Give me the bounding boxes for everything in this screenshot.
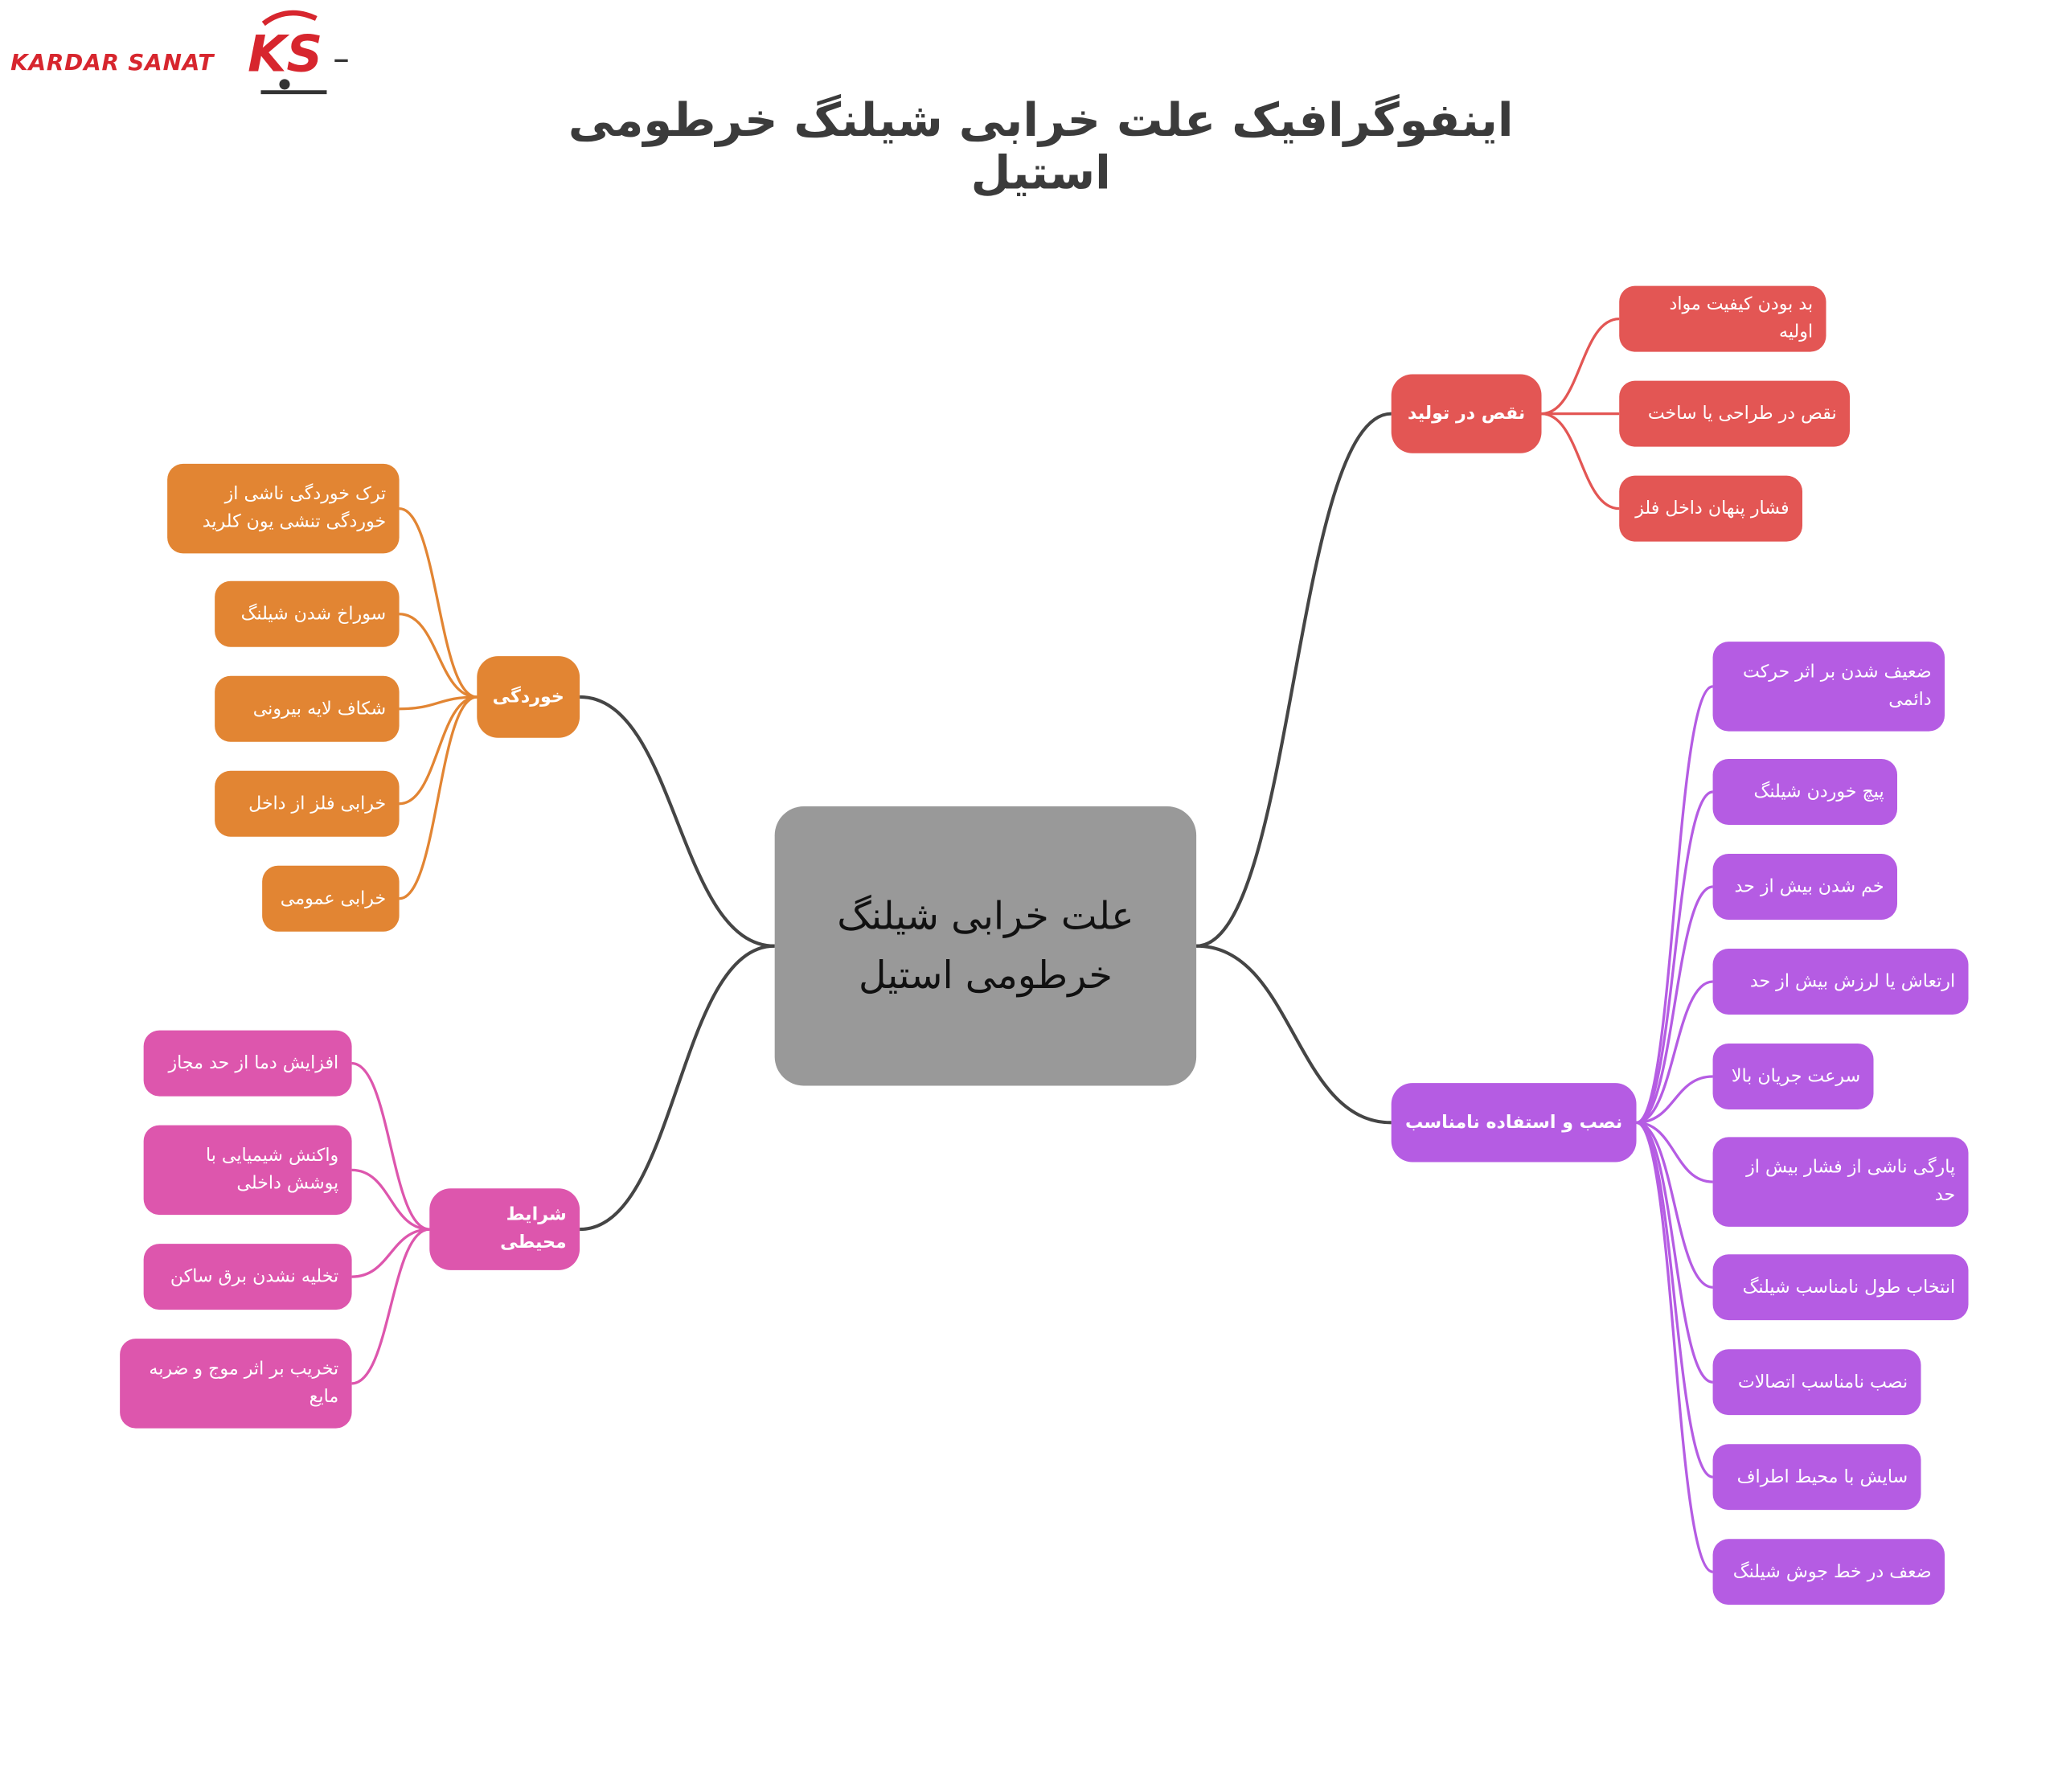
- central-topic: علت خرابی شیلنگ خرطومی استیل: [774, 806, 1197, 1086]
- branch-installation: نصب و استفاده نامناسب: [1391, 1083, 1637, 1163]
- corrosion-item: شکاف لایه بیرونی: [215, 675, 400, 742]
- corrosion-item: خرابی فلز از داخل: [215, 770, 400, 837]
- installation-item: ضعف در خط جوش شیلنگ: [1712, 1539, 1945, 1605]
- branch-link: [1636, 980, 1713, 1124]
- installation-item: خم شدن بیش از حد: [1712, 854, 1898, 920]
- corrosion-item: ترک خوردگی ناشی از خوردگی تنشی یون کلرید: [167, 463, 400, 554]
- manufacturing-item: فشار پنهان داخل فلز: [1619, 475, 1803, 542]
- branch-link: [1636, 1121, 1713, 1289]
- page-title: اینفوگرافیک علت خرابی شیلنگ خرطومی استیل: [568, 95, 1514, 201]
- center-link: [580, 944, 775, 1232]
- center-link: [1196, 412, 1392, 948]
- branch-link: [1541, 412, 1620, 511]
- branch-link: [351, 1228, 430, 1385]
- branch-link: [1635, 1121, 1714, 1573]
- logo-monogram-icon: KS: [248, 10, 348, 95]
- environment-item: تخریب بر اثر موج و ضربه مایع: [120, 1339, 352, 1429]
- corrosion-item: سوراخ شدن شیلنگ: [215, 580, 400, 647]
- branch-link: [399, 506, 478, 699]
- branch-corrosion: خوردگی: [477, 656, 580, 738]
- installation-item: پیچ خوردن شیلنگ: [1712, 759, 1898, 825]
- branch-manufacturing: نقص در تولید: [1391, 374, 1542, 453]
- branch-link: [399, 695, 478, 711]
- environment-item: تخلیه نشدن برق ساکن: [143, 1244, 352, 1310]
- installation-item: نصب نامناسب اتصالات: [1712, 1349, 1921, 1416]
- corrosion-item: خرابی عمومی: [262, 865, 400, 932]
- branch-link: [1636, 885, 1713, 1124]
- environment-item: افزایش دما از حد مجاز: [143, 1030, 352, 1097]
- branch-link: [351, 1228, 430, 1278]
- branch-link: [351, 1168, 430, 1231]
- center-link: [1196, 944, 1392, 1125]
- branch-link: [351, 1061, 430, 1231]
- branch-link: [1636, 1121, 1713, 1384]
- branch-environment: شرایط محیطی: [429, 1188, 580, 1270]
- branch-link: [399, 695, 478, 900]
- branch-link: [1636, 1121, 1713, 1183]
- branch-link: [1635, 685, 1714, 1124]
- company-logo: KARDAR SANAT KS: [8, 8, 353, 103]
- logo-text: KARDAR SANAT: [10, 50, 215, 77]
- branch-link: [1636, 790, 1714, 1124]
- branch-link: [1636, 1121, 1714, 1478]
- installation-item: سرعت جریان بالا: [1712, 1044, 1874, 1109]
- installation-item: ارتعاش یا لرزش بیش از حد: [1712, 949, 1969, 1015]
- manufacturing-item: بد بودن کیفیت مواد اولیه: [1619, 285, 1826, 352]
- branch-link: [1636, 1075, 1713, 1124]
- branch-link: [1541, 317, 1620, 416]
- installation-item: سایش با محیط اطراف: [1712, 1444, 1921, 1511]
- environment-item: واکنش شیمیایی با پوشش داخلی: [143, 1125, 352, 1216]
- installation-item: پارگی ناشی از فشار بیش از حد: [1712, 1137, 1969, 1227]
- installation-item: ضعیف شدن بر اثر حرکت دائمی: [1712, 642, 1945, 732]
- logo-monogram-text: KS: [248, 25, 322, 84]
- branch-link: [399, 613, 478, 699]
- branch-link: [399, 695, 478, 806]
- installation-item: انتخاب طول نامناسب شیلنگ: [1712, 1254, 1969, 1321]
- manufacturing-item: نقص در طراحی یا ساخت: [1619, 380, 1851, 447]
- center-link: [580, 695, 775, 948]
